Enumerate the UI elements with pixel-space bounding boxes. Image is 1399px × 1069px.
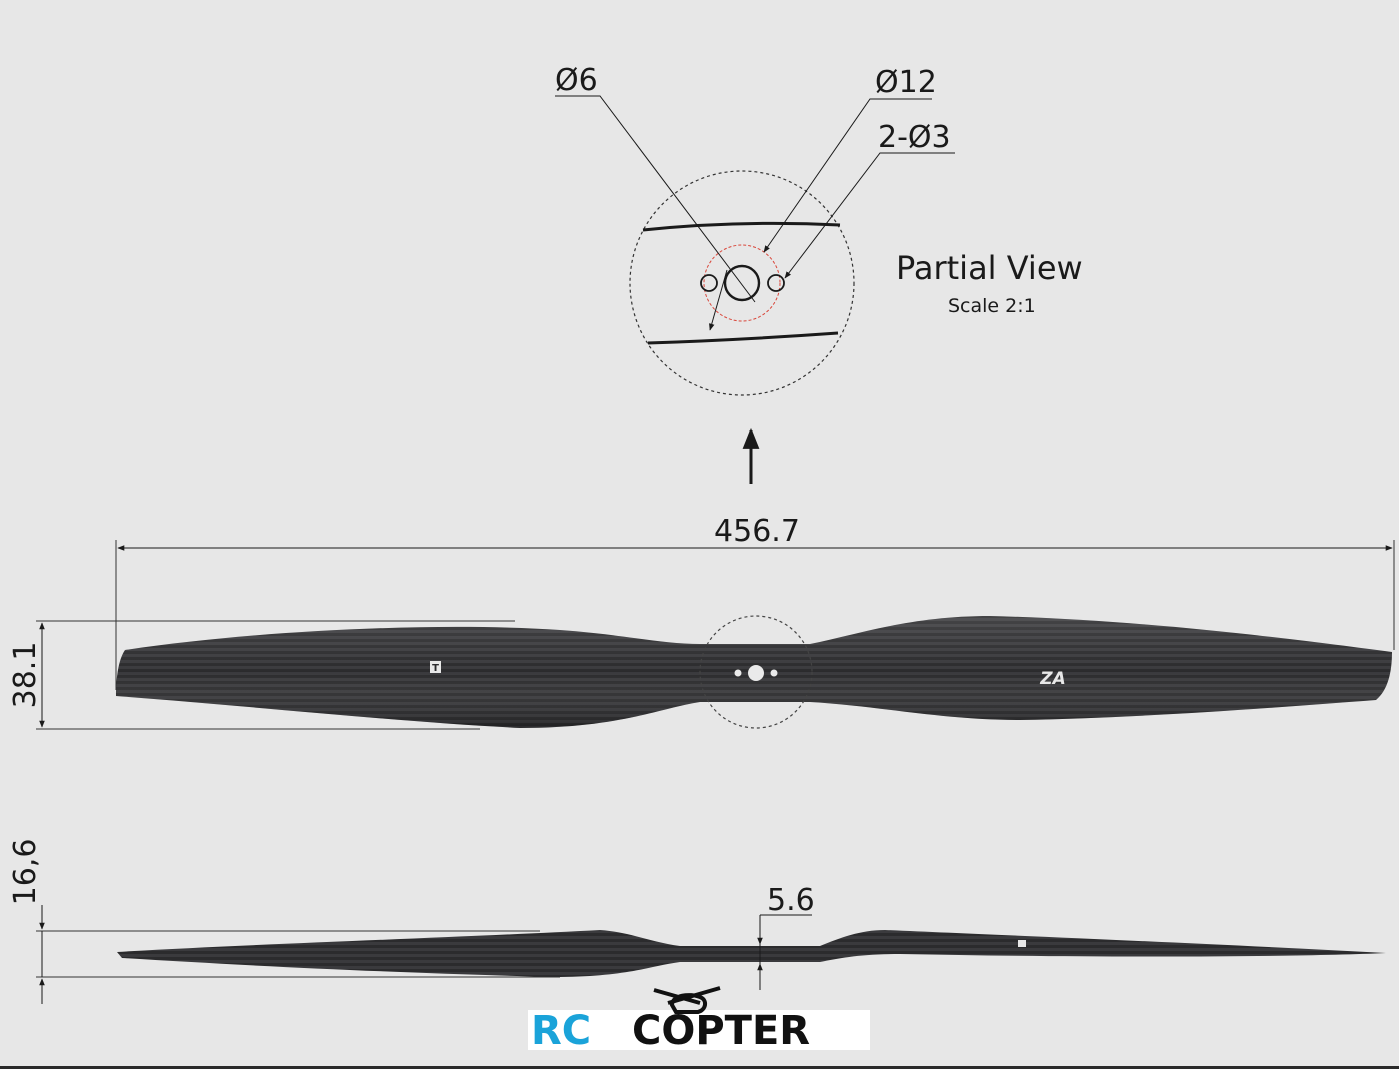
watermark-copter: COPTER: [632, 1008, 810, 1054]
top-hub-mount-hole-left: [734, 669, 742, 677]
watermark-rc: RC: [531, 1008, 591, 1054]
detail-blade-edge-top: [642, 221, 841, 232]
side-view: 16,6 5.6: [8, 839, 1386, 1004]
top-hub-center-hole: [748, 665, 764, 681]
hub-logo-za: ZA: [1039, 669, 1065, 689]
side-brand-logo-mark: [1018, 940, 1026, 947]
top-hub-mount-hole-right: [770, 669, 778, 677]
length-dimension: 456.7: [714, 514, 800, 549]
mount-hole-left: [700, 274, 718, 292]
leader-center-hole-tail: [709, 269, 728, 331]
watermark-background: [528, 1010, 870, 1050]
brand-logo-mark: [430, 661, 441, 673]
partial-view-scale: Scale 2:1: [948, 295, 1036, 317]
partial-view-title: Partial View: [896, 249, 1083, 287]
center-hole-6mm: [723, 264, 761, 302]
leader-hub-circle: [763, 98, 932, 253]
callout-center-hole: Ø6: [555, 63, 598, 98]
helicopter-icon: [653, 986, 721, 1014]
detail-blade-edge-bottom: [647, 331, 839, 345]
callout-hub-circle: Ø12: [875, 65, 937, 100]
top-hub-detail-circle: [699, 615, 813, 729]
top-view: 456.7 38.1 T ZA: [8, 514, 1395, 730]
partial-view-detail: Ø6 Ø12 2-Ø3 Partial View Scale 2:1: [555, 63, 1083, 396]
leader-mount-holes: [784, 152, 955, 279]
mount-hole-right: [767, 274, 785, 292]
brand-logo-letter: T: [432, 663, 439, 674]
propeller-side-profile: [117, 930, 1386, 977]
rc-copter-watermark: RC COPTER: [528, 986, 870, 1054]
hub-thickness-dimension: 5.6: [767, 883, 815, 918]
width-dimension: 38.1: [8, 642, 43, 709]
height-dimension: 16,6: [8, 839, 43, 906]
detail-boundary-circle: [629, 170, 855, 396]
callout-mount-holes: 2-Ø3: [878, 120, 951, 155]
leader-center-hole: [555, 95, 756, 303]
hub-circle-12mm: [703, 244, 781, 322]
bottom-border-line: [0, 1066, 1399, 1069]
